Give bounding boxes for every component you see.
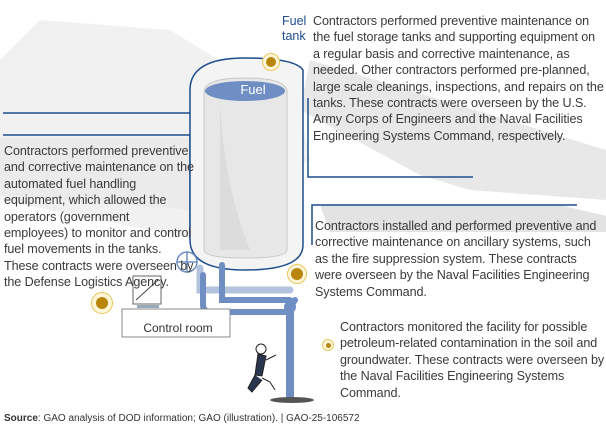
callout-environmental-text: Contractors monitored the facility for p… [340,320,605,400]
fuel-tank-label: Fuel tank [282,14,307,43]
shadow-beam-left [0,138,193,210]
marker-ancillary-systems [287,264,307,284]
shadow-beam-right [300,60,606,200]
marker-control-room [91,292,113,314]
source-note: Source: GAO analysis of DOD information;… [4,413,360,424]
callout-bracket-top [307,98,473,178]
callout-fuel-tank-text: Contractors performed preventive mainten… [313,14,604,143]
fuel-surface [205,81,285,101]
monitor-icon [132,275,162,308]
technician-icon [247,343,277,393]
callout-control-room-text: Contractors performed preventive and cor… [4,144,194,290]
shadow-beam-mid [320,205,606,232]
marker-environmental [322,339,334,351]
callout-bracket-mid [311,204,577,245]
control-room-box [121,308,231,338]
control-room-label: Control room [143,321,213,335]
tank-inner [203,77,288,259]
source-label: Source [4,413,38,424]
callout-ancillary-systems-text: Contractors installed and performed prev… [315,219,597,299]
marker-fuel-tank [262,53,280,71]
puddle [270,397,314,403]
fuel-label: Fuel [240,82,266,97]
tank-highlight [220,95,250,250]
source-text: : GAO analysis of DOD information; GAO (… [37,413,360,424]
